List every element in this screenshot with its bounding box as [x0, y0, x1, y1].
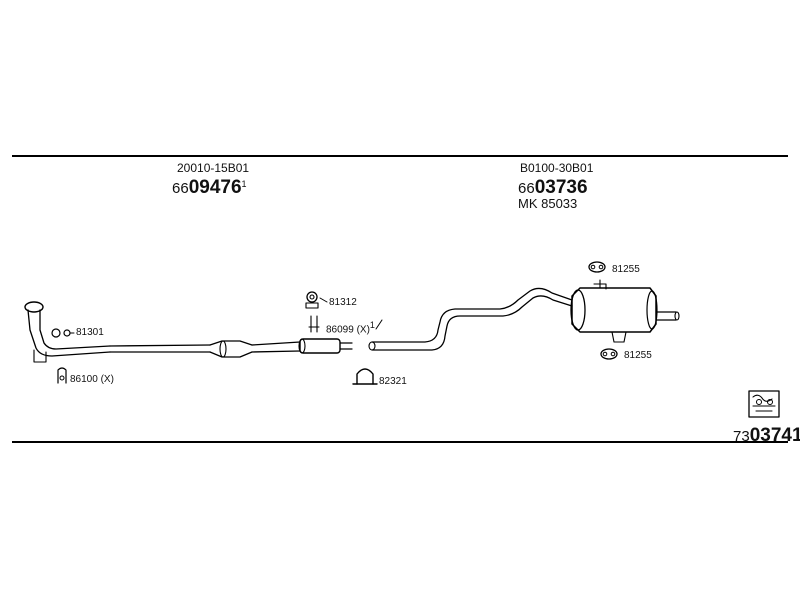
rear-muffler — [570, 279, 680, 343]
middle-silencer — [298, 338, 353, 354]
front-silencer-bottom — [209, 351, 253, 358]
downpipe-outer — [27, 309, 111, 357]
tailpipe — [655, 311, 677, 321]
rear-oem-code: B0100-30B01 — [520, 161, 594, 175]
reference-prefix: 73 — [733, 428, 750, 445]
rubber-mount-bottom-icon — [600, 348, 618, 360]
front-part-number: 66094761 — [172, 177, 247, 199]
front-silencer-top — [209, 340, 253, 346]
mounting-kit-code: MK 85033 — [518, 196, 578, 211]
rear-pipe — [368, 287, 573, 351]
front-silencer — [209, 340, 253, 358]
downpipe-inner — [39, 309, 111, 350]
front-downpipe — [24, 301, 111, 363]
rear-muffler-back-end — [646, 290, 658, 330]
front-oem-code: 20010-15B01 — [177, 161, 250, 175]
clamp-mid-sup: 1 — [369, 320, 375, 330]
leader-81312 — [319, 297, 328, 303]
front-part-bold: 09476 — [188, 177, 242, 198]
u-clamp-label: 82321 — [379, 376, 407, 387]
front-silencer-end — [219, 340, 227, 358]
downpipe-bracket — [33, 349, 47, 363]
clamp-mid-code: 86099 (X) — [326, 324, 370, 336]
front-part-sup: 1 — [241, 179, 247, 189]
clamp-front-icon — [57, 367, 67, 384]
downpipe-flange — [24, 301, 44, 313]
front-part-prefix: 66 — [172, 180, 189, 197]
rubber-mount-top-label: 81255 — [612, 264, 640, 275]
gasket-mid-icon — [305, 291, 319, 309]
clamp-mid-label: 86099 (X)1 — [326, 320, 375, 335]
clamp-mid-icon — [308, 315, 320, 333]
rear-part-bold: 03736 — [534, 177, 588, 198]
rear-pipe-upper — [371, 287, 573, 343]
rear-muffler-top-hanger — [593, 279, 607, 290]
gasket-front-icon — [51, 328, 71, 338]
middle-silencer-body — [299, 338, 341, 354]
middle-silencer-end — [298, 338, 306, 354]
reference-bold: 03741 — [749, 425, 800, 446]
rubber-mount-bottom-label: 81255 — [624, 350, 652, 361]
top-divider — [12, 155, 788, 157]
rear-pipe-lower — [371, 295, 573, 351]
exhaust-kit-icon — [748, 390, 780, 418]
gasket-mid-label: 81312 — [329, 297, 357, 308]
bottom-divider — [12, 441, 788, 443]
rear-pipe-inlet — [368, 341, 376, 351]
gasket-front-label: 81301 — [76, 327, 104, 338]
rear-part-number: 6603736 — [518, 177, 588, 199]
leader-86099 — [375, 319, 383, 330]
rear-muffler-front-end — [570, 289, 586, 331]
middle-silencer-outlet — [339, 342, 353, 350]
u-clamp-icon — [352, 368, 378, 385]
reference-number: 7303741 — [733, 425, 800, 447]
rubber-mount-top-icon — [588, 261, 606, 273]
rear-muffler-bottom-hanger — [611, 331, 627, 343]
rear-part-prefix: 66 — [518, 180, 535, 197]
tailpipe-end — [674, 311, 680, 321]
front-pipe — [109, 344, 211, 353]
clamp-front-label: 86100 (X) — [70, 374, 114, 385]
mid-pipe — [251, 341, 301, 353]
